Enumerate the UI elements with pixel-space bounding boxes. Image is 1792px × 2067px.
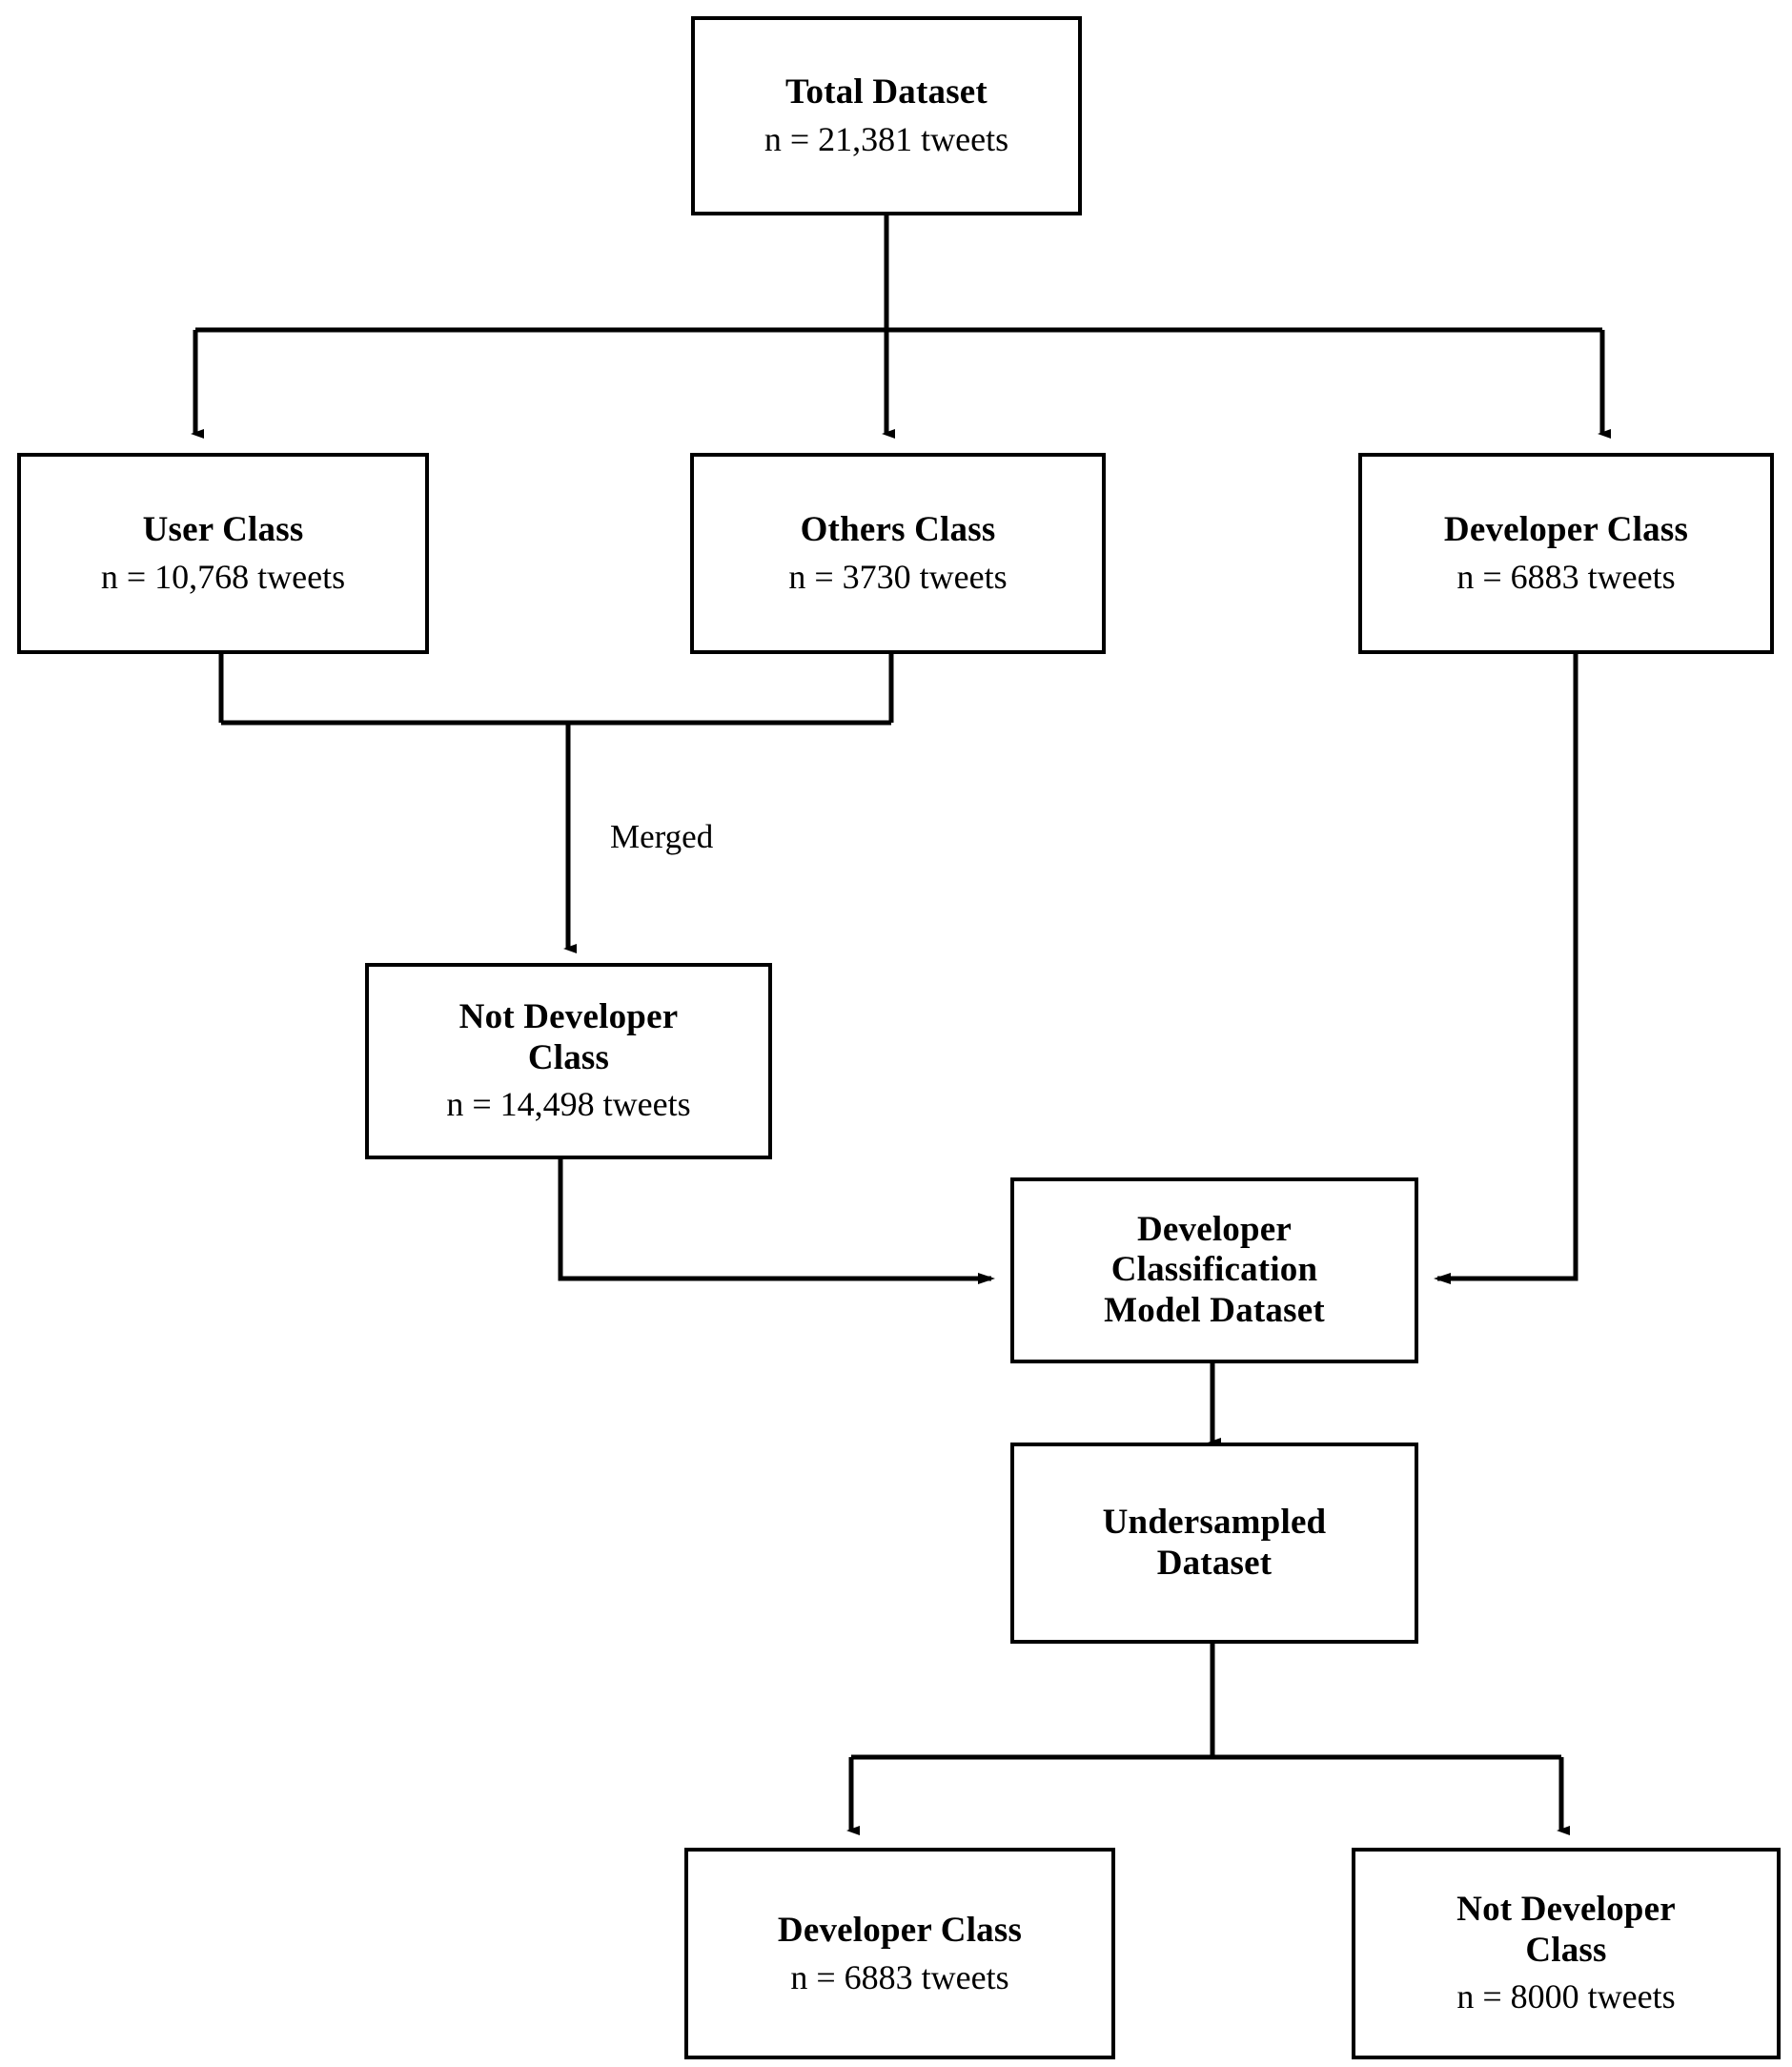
connector-developer-to-model: [1434, 654, 1578, 1284]
node-user-class[interactable]: User Class n = 10,768 tweets: [17, 453, 429, 654]
node-developer-class-final-title: Developer Class: [777, 1910, 1023, 1950]
node-developer-class[interactable]: Developer Class n = 6883 tweets: [1358, 453, 1774, 654]
node-others-class[interactable]: Others Class n = 3730 tweets: [690, 453, 1106, 654]
connector-not-developer-to-model: [558, 1159, 995, 1284]
node-not-developer-class-title: Not Developer Class: [458, 997, 679, 1077]
node-not-developer-class-final[interactable]: Not Developer Class n = 8000 tweets: [1352, 1848, 1781, 2059]
edge-label-merged: Merged: [610, 818, 714, 855]
node-others-class-count: n = 3730 tweets: [788, 558, 1008, 597]
node-total-dataset[interactable]: Total Dataset n = 21,381 tweets: [691, 16, 1082, 215]
node-undersampled-dataset-title: Undersampled Dataset: [1102, 1502, 1327, 1583]
node-developer-class-final-count: n = 6883 tweets: [790, 1957, 1009, 1996]
node-model-dataset[interactable]: Developer Classification Model Dataset: [1010, 1177, 1418, 1363]
node-not-developer-class-count: n = 14,498 tweets: [446, 1085, 691, 1124]
node-others-class-title: Others Class: [800, 510, 996, 550]
node-developer-class-final[interactable]: Developer Class n = 6883 tweets: [684, 1848, 1115, 2059]
node-total-dataset-count: n = 21,381 tweets: [764, 120, 1009, 159]
node-not-developer-class[interactable]: Not Developer Class n = 14,498 tweets: [365, 963, 772, 1159]
node-developer-class-title: Developer Class: [1443, 510, 1689, 550]
node-total-dataset-title: Total Dataset: [785, 72, 988, 113]
node-model-dataset-title: Developer Classification Model Dataset: [1104, 1209, 1325, 1330]
node-user-class-count: n = 10,768 tweets: [100, 558, 346, 597]
node-not-developer-class-final-title: Not Developer Class: [1456, 1890, 1676, 1970]
node-undersampled-dataset[interactable]: Undersampled Dataset: [1010, 1443, 1418, 1644]
node-not-developer-class-final-count: n = 8000 tweets: [1456, 1977, 1676, 2016]
node-developer-class-count: n = 6883 tweets: [1456, 558, 1676, 597]
node-user-class-title: User Class: [142, 510, 304, 550]
